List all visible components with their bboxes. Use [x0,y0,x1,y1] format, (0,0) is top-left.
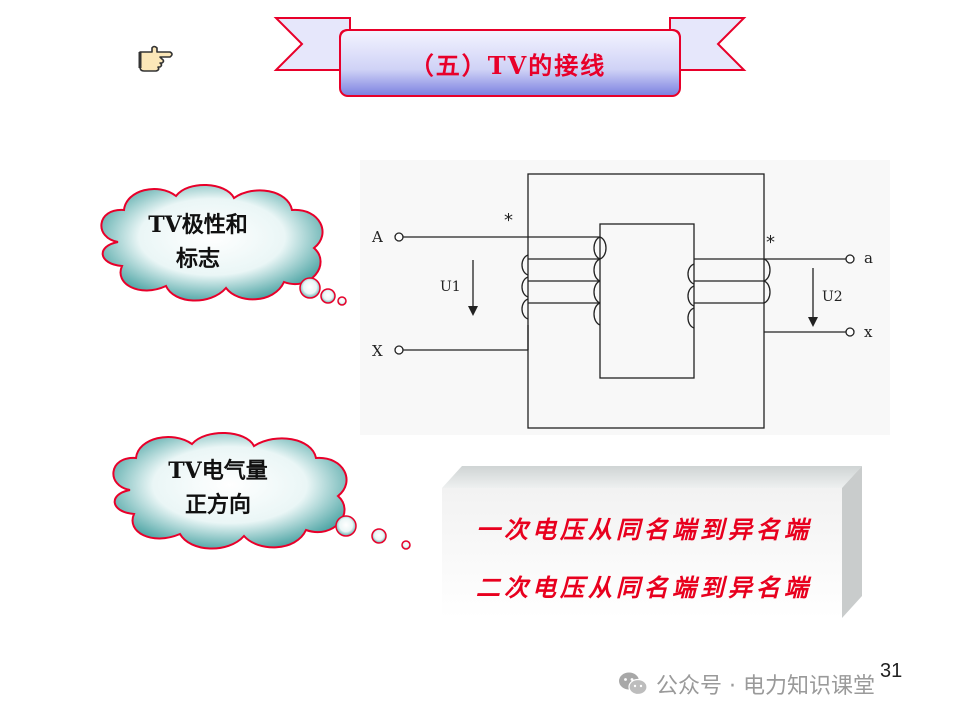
primary-polarity-mark: * [504,210,513,231]
title-banner [273,17,747,97]
bubble-line: 标志 [175,246,220,272]
slide-title: （五）TV的接线 [409,51,607,80]
statement-box [442,466,862,618]
terminal-x-label: x [864,323,873,341]
terminal-A-label: A [371,228,383,246]
transformer-diagram: A X a x U1 U2 * * [360,160,890,435]
bubble-line: TV极性和 [148,212,248,238]
wechat-icon [619,672,648,696]
thought-cloud-polarity [100,183,347,306]
bubble-text-direction: TV电气量 正方向 [130,454,306,522]
voltage-U1-label: U1 [440,279,461,295]
pointing-hand-icon [138,45,173,72]
thought-cloud-direction [112,431,411,550]
terminal-X-label: X [372,342,383,360]
voltage-U2-label: U2 [822,289,843,305]
statement-primary: 一次电压从同名端到异名端 [476,515,812,544]
bubble-line: TV电气量 [168,458,268,484]
watermark: 公众号 · 电力知识课堂 [618,668,875,700]
watermark-text: 公众号 · 电力知识课堂 [656,674,875,699]
secondary-polarity-mark: * [766,232,775,253]
statement-secondary: 二次电压从同名端到异名端 [476,573,812,602]
bubble-line: 正方向 [184,492,251,518]
terminal-a-label: a [864,249,873,267]
bubble-text-polarity: TV极性和 标志 [118,208,278,276]
page-number: 31 [880,660,903,682]
